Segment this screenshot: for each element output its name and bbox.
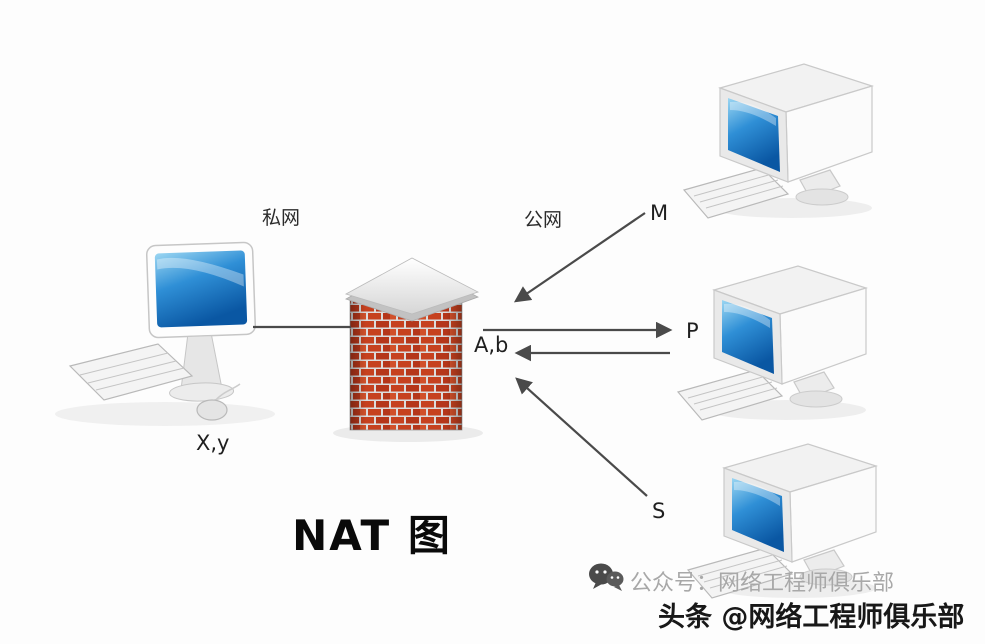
label-host-s: S: [652, 499, 665, 523]
arrow-m-to-firewall: [513, 212, 646, 303]
firewall-icon: [333, 257, 483, 442]
label-public-network: 公网: [524, 209, 562, 231]
label-translated-address: A,b: [474, 333, 508, 357]
diagram-title: NAT 图: [292, 511, 452, 560]
mouse-icon: [196, 383, 241, 421]
wechat-icon: [589, 563, 624, 591]
label-host-p: P: [686, 319, 699, 343]
keyboard-icon: [68, 343, 194, 401]
arrow-s-to-firewall: [515, 377, 648, 497]
watermark-text: 公众号：网络工程师俱乐部: [630, 571, 894, 596]
label-private-network: 私网: [262, 207, 300, 229]
remote-computer-p: [677, 265, 867, 421]
shadow: [55, 402, 275, 426]
byline-text: 头条 @网络工程师俱乐部: [658, 601, 964, 633]
left-computer: [55, 241, 275, 426]
label-left-host-address: X,y: [196, 431, 230, 455]
monitor-icon: [145, 241, 257, 402]
remote-computer-m: [683, 63, 873, 219]
label-host-m: M: [650, 201, 668, 225]
